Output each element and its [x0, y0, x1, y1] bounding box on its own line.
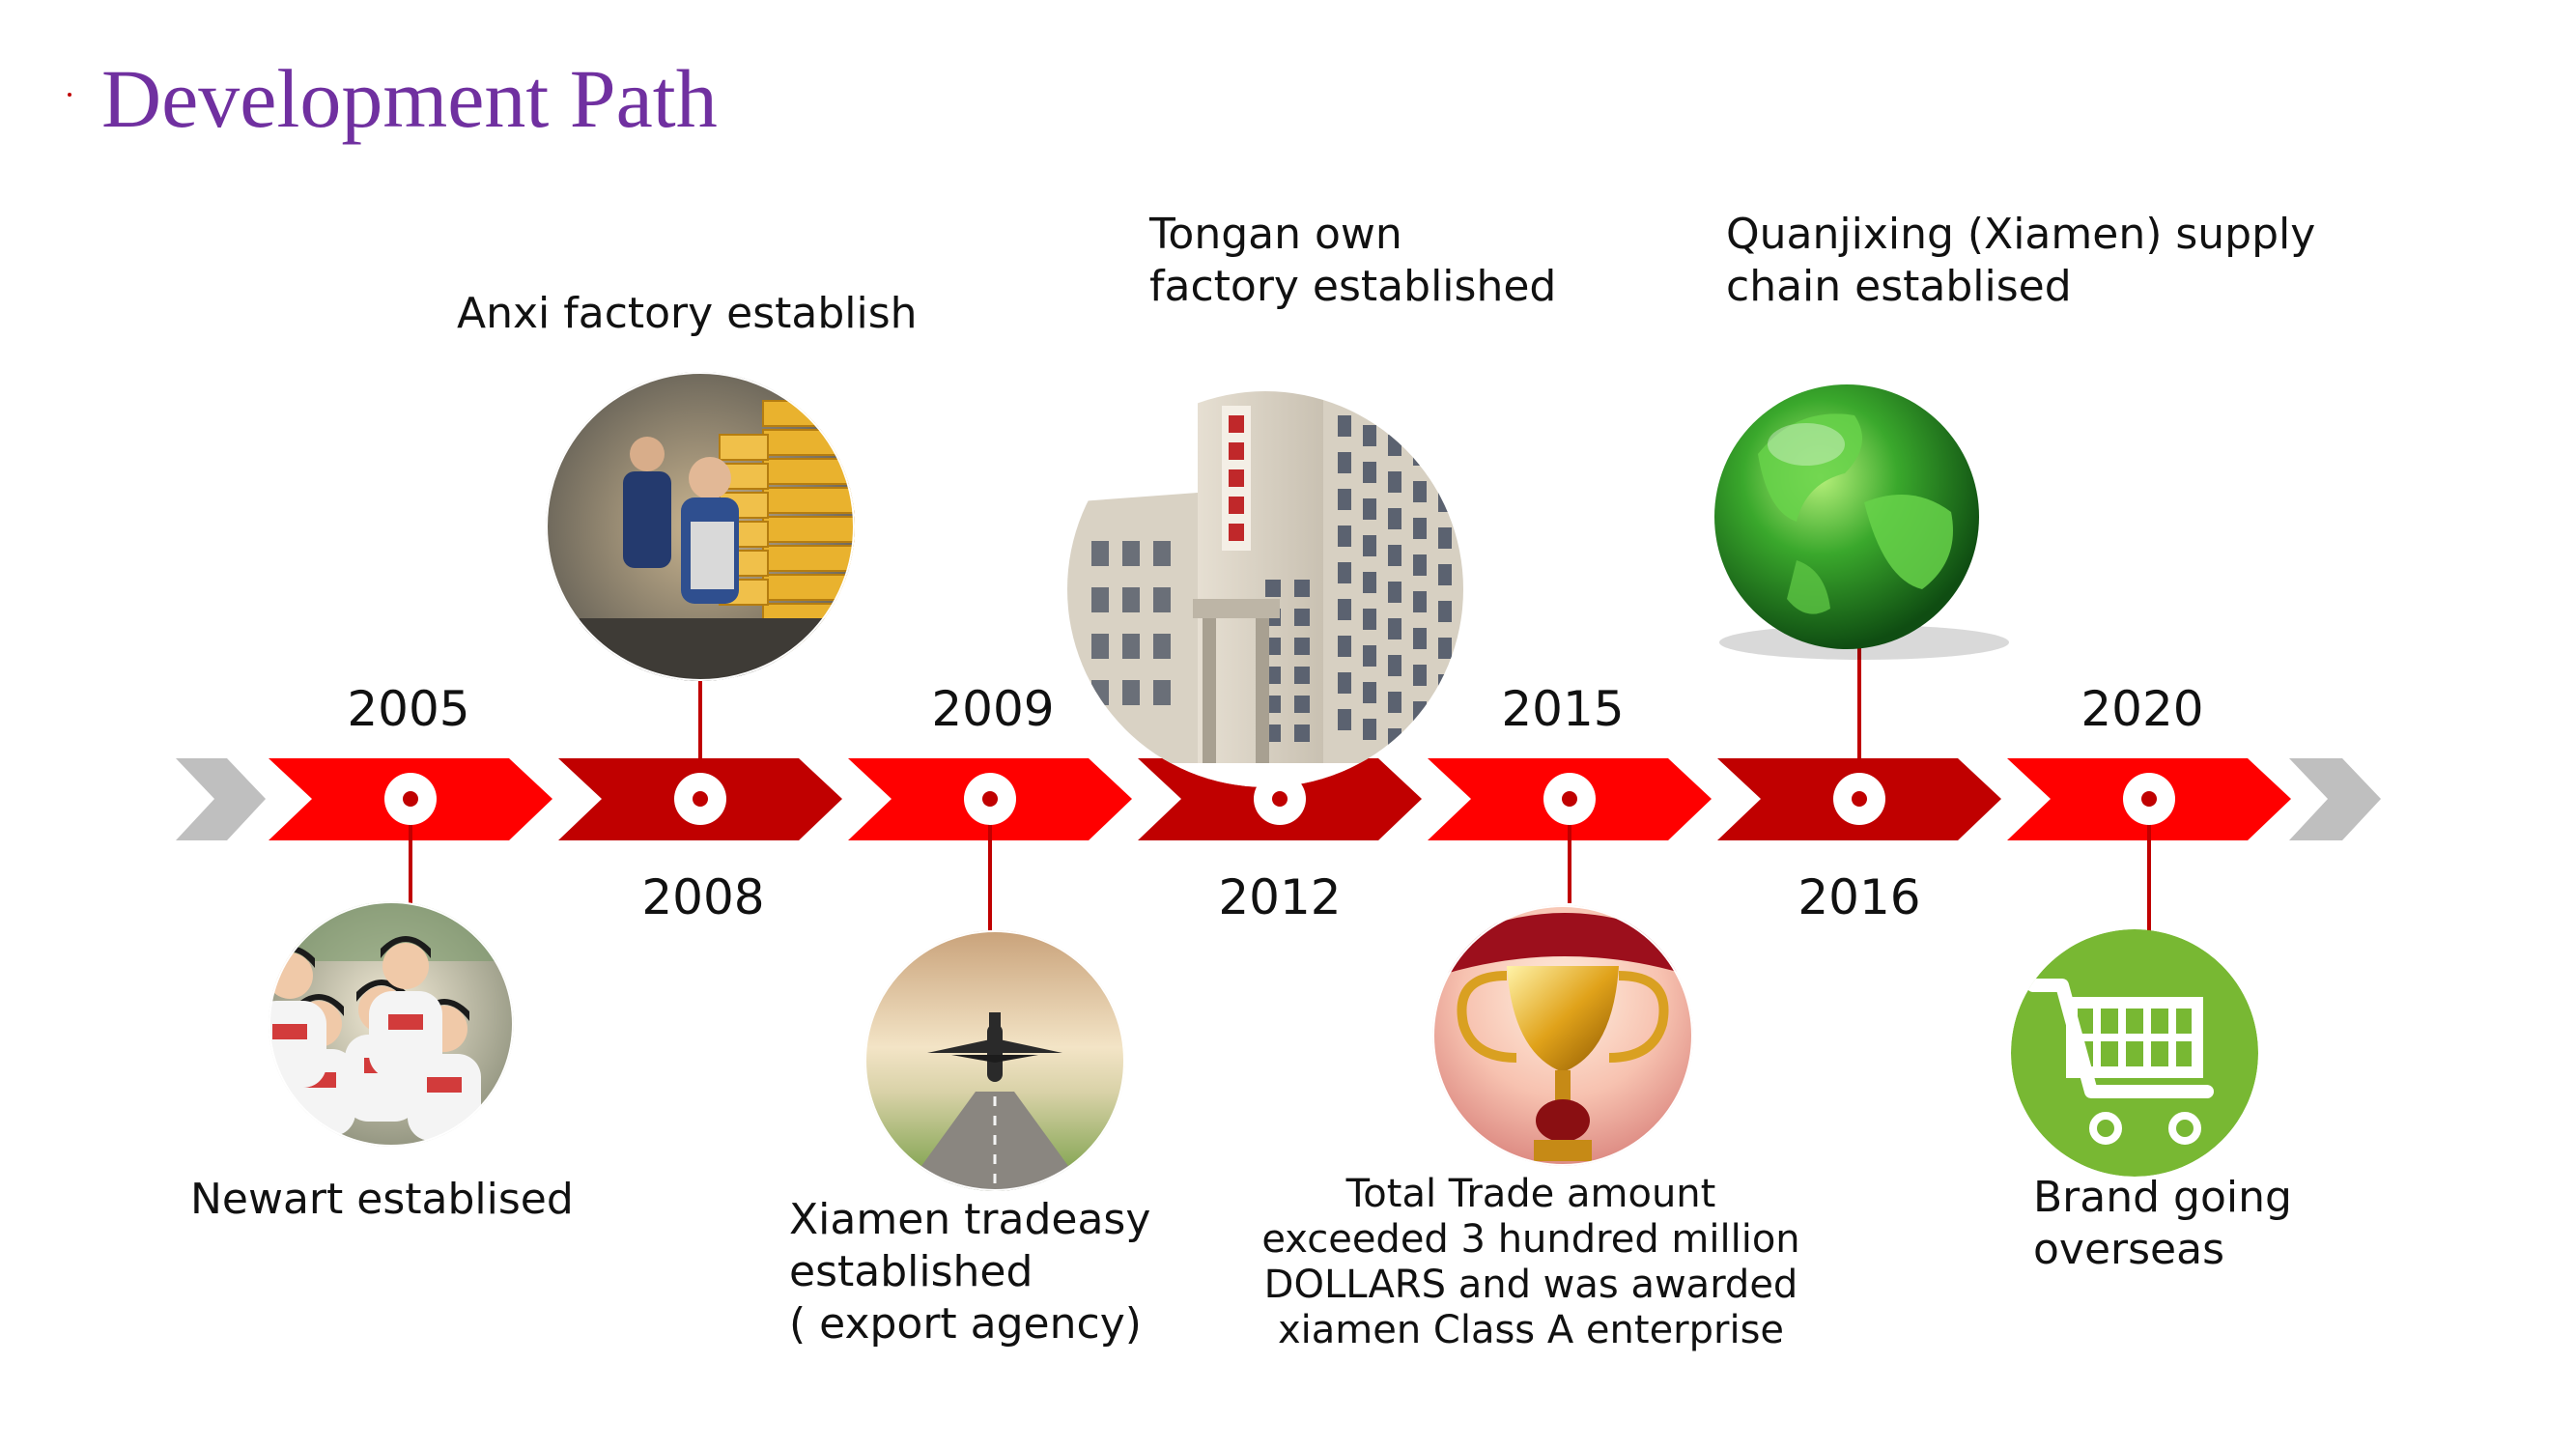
milestone-caption: Xiamen tradeasy established ( export age… [789, 1194, 1150, 1350]
year-label: 2012 [1218, 869, 1341, 925]
start-chevron [176, 758, 266, 840]
factory-building-icon [1067, 357, 1468, 787]
year-label: 2005 [347, 681, 469, 737]
milestone-caption: Newart establised [190, 1174, 574, 1226]
milestone-caption: Brand going overseas [2033, 1172, 2292, 1276]
milestone-caption: Tongan own factory established [1149, 209, 1556, 313]
milestone-marker [384, 773, 437, 825]
milestone-marker [1543, 773, 1596, 825]
globe-icon [1714, 384, 2009, 660]
year-label: 2009 [931, 681, 1054, 737]
milestone-marker [964, 773, 1016, 825]
end-chevron [2289, 758, 2381, 840]
factory-workers-icon [546, 372, 855, 686]
milestone-caption: Quanjixing (Xiamen) supply chain establi… [1726, 209, 2315, 313]
year-label: 2016 [1798, 869, 1920, 925]
milestone-marker [674, 773, 726, 825]
year-label: 2020 [2081, 681, 2203, 737]
milestone-marker [1254, 773, 1306, 825]
milestone-marker [2123, 773, 2175, 825]
milestone-caption: Anxi factory establish [457, 288, 918, 340]
shopping-cart-icon [2011, 929, 2258, 1177]
airplane-runway-icon [864, 930, 1125, 1198]
year-label: 2015 [1501, 681, 1624, 737]
milestone-caption: Total Trade amount exceeded 3 hundred mi… [1261, 1172, 1799, 1353]
year-label: 2008 [641, 869, 764, 925]
milestone-marker [1833, 773, 1885, 825]
team-photo-icon [253, 901, 522, 1147]
